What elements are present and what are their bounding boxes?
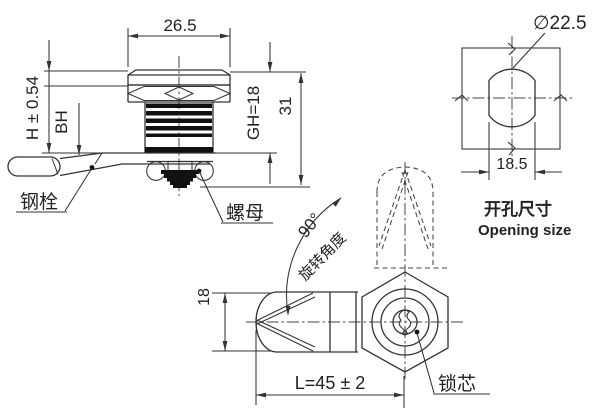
dim-bh: BH — [52, 110, 71, 134]
dim-total-height: 31 — [276, 97, 295, 116]
dim-grip-height: GH=18 — [244, 86, 263, 140]
bottom-view: 90° 旋转角度 — [246, 162, 464, 380]
dim-cam-height: 18 — [196, 288, 213, 306]
label-nut: 螺母 — [226, 202, 264, 224]
dim-flat-width: 18.5 — [496, 156, 527, 173]
dim-cap-width: 26.5 — [163, 16, 196, 35]
dim-length: L=45 ± 2 — [295, 373, 365, 393]
opening-size-title-en: Opening size — [478, 222, 571, 239]
bottom-view-dimensions: 18 L=45 ± 2 锁芯 — [196, 288, 490, 408]
side-view-dimensions: 26.5 H ± 0.54 BH GH=18 31 钢栓 — [16, 16, 310, 224]
label-cam: 钢栓 — [20, 191, 58, 213]
label-lock-cylinder: 锁芯 — [438, 373, 476, 395]
dim-h-tolerance: H ± 0.54 — [23, 76, 42, 140]
opening-size-view: ∅22.5 18.5 开孔尺寸 Opening size — [452, 13, 587, 239]
side-view — [7, 56, 232, 196]
dim-hole-diameter: ∅22.5 — [533, 13, 587, 34]
opening-size-title-cn: 开孔尺寸 — [484, 199, 552, 219]
